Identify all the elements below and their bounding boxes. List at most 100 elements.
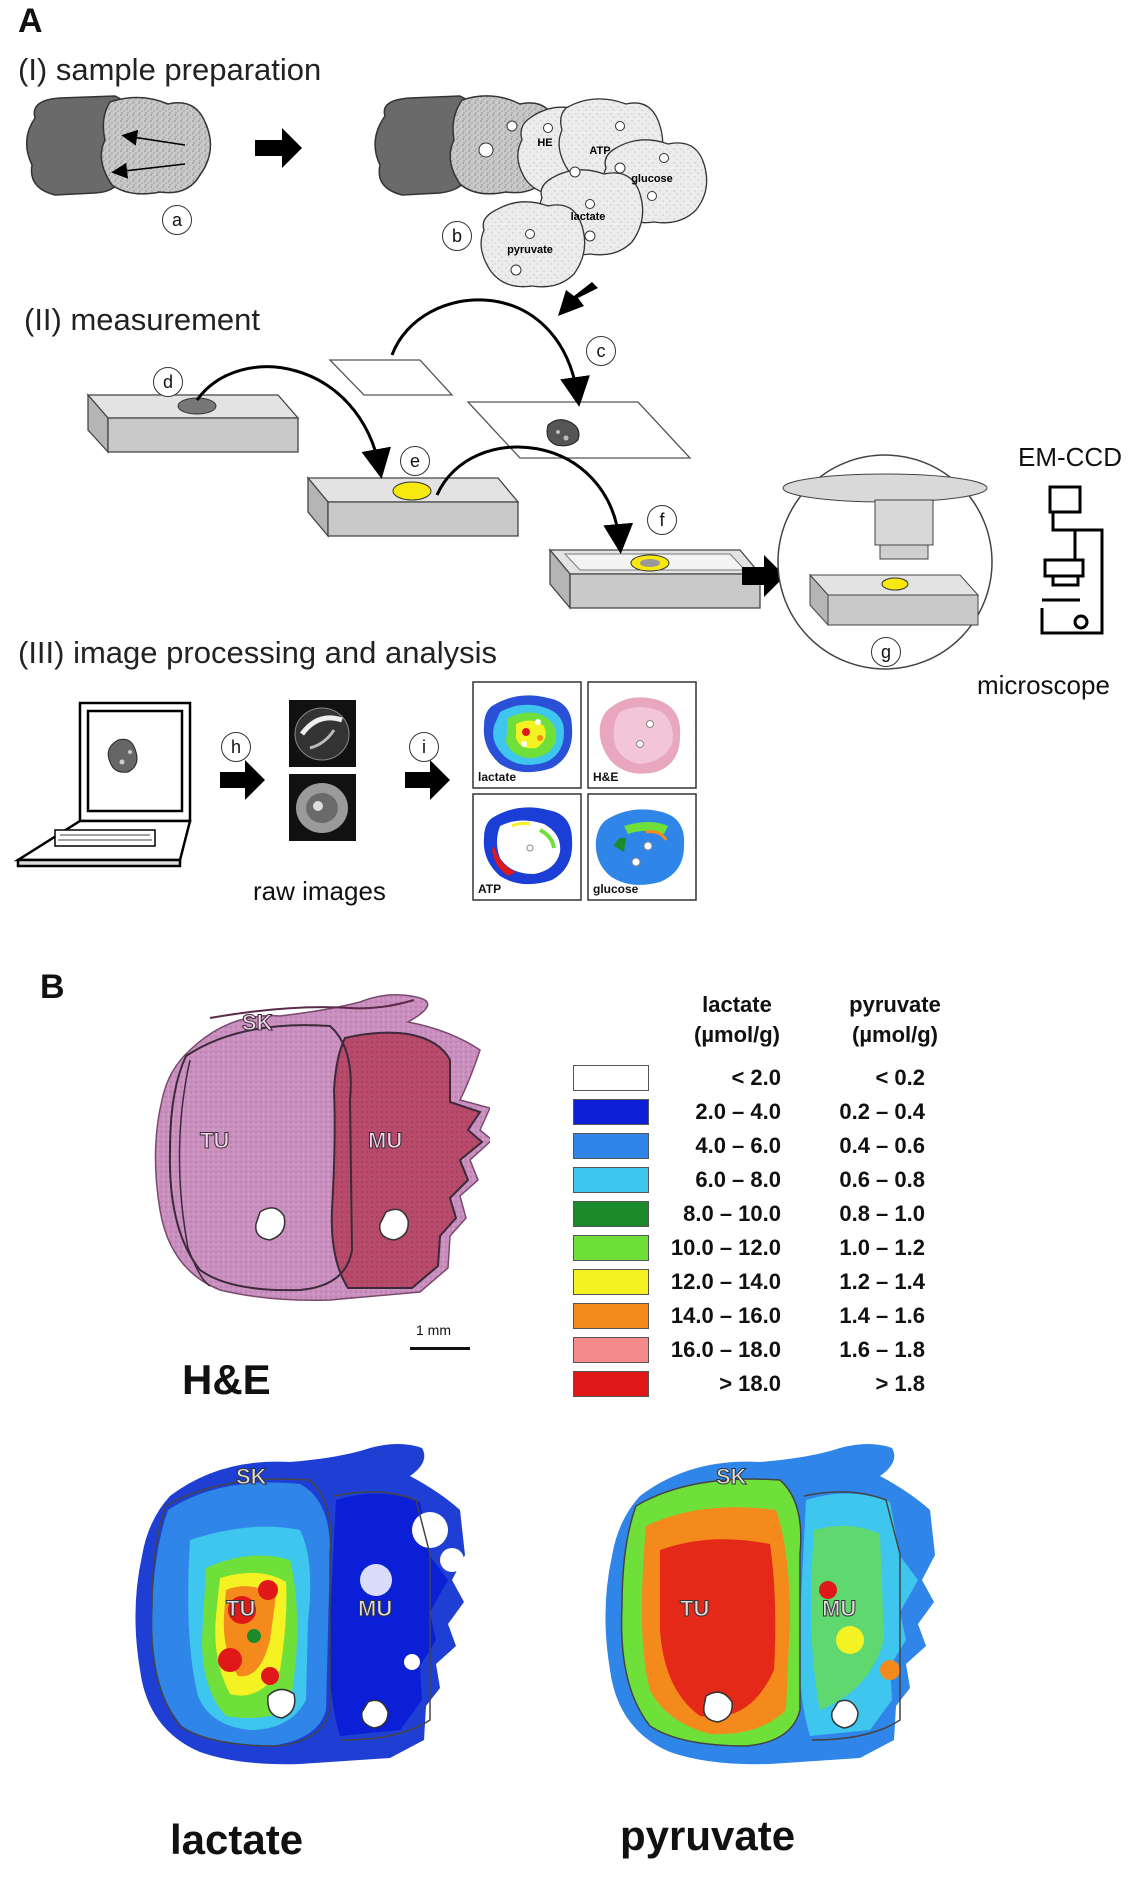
step-label-i: i — [409, 732, 439, 762]
he-stained-section: SK TU MU — [154, 994, 490, 1302]
legend-pyruvate-range: 1.6 – 1.8 — [839, 1337, 925, 1362]
legend-row: 10.0 – 12.0 1.0 – 1.2 — [573, 1233, 973, 1263]
scale-bar — [410, 1347, 470, 1350]
section-image-processing-title: (III) image processing and analysis — [18, 635, 498, 670]
pyruvate-label-sk: SK — [716, 1464, 747, 1489]
legend-pyruvate-range: < 0.2 — [875, 1065, 925, 1090]
camera-label: EM-CCD — [1018, 442, 1122, 472]
arrow-icon — [742, 555, 785, 597]
legend-lactate-range: 8.0 – 10.0 — [683, 1201, 781, 1226]
slice-label-lactate: lactate — [571, 211, 606, 223]
sandwich-block-f — [548, 548, 762, 610]
legend-pyruvate-header: pyruvate (µmol/g) — [830, 990, 960, 1050]
thumbnail-he — [587, 681, 697, 789]
scale-bar-label: 1 mm — [416, 1322, 451, 1338]
lactate-label-sk: SK — [236, 1464, 267, 1489]
raw-image-2 — [289, 774, 356, 841]
legend-lactate-title: lactate — [702, 992, 772, 1017]
legend-lactate-range: 6.0 – 8.0 — [695, 1167, 781, 1192]
slice-label-atp: ATP — [589, 145, 610, 157]
raw-images-label: raw images — [253, 876, 386, 906]
tissue-sections-b: HE ATP glucose lactate pyruvate — [374, 95, 708, 288]
legend-lactate-range: 16.0 – 18.0 — [670, 1337, 781, 1362]
legend-swatch — [573, 1167, 649, 1193]
tissue-block-a — [26, 95, 212, 196]
legend-lactate-range: > 18.0 — [719, 1371, 781, 1396]
legend-pyruvate-range: 1.2 – 1.4 — [839, 1269, 925, 1294]
legend-lactate-range: 2.0 – 4.0 — [695, 1099, 781, 1124]
step-label-f: f — [647, 505, 677, 535]
step-label-c: c — [586, 336, 616, 366]
arrow-icon — [220, 760, 265, 800]
thumbnail-lactate — [472, 681, 582, 789]
cover-slide-empty — [328, 359, 454, 396]
slice-label-glucose: glucose — [631, 173, 673, 185]
thumbnail-atp — [472, 793, 582, 901]
enzyme-block-e — [306, 476, 520, 538]
color-legend: < 2.0 < 0.2 2.0 – 4.0 0.2 – 0.4 4.0 – 6.0 0… — [573, 1063, 973, 1403]
section-sample-preparation-title: (I) sample preparation — [18, 52, 322, 87]
panel-a-letter: A — [18, 2, 43, 40]
legend-swatch — [573, 1201, 649, 1227]
he-title: H&E — [182, 1356, 271, 1403]
thumbnail-label-glucose: glucose — [593, 882, 639, 896]
pyruvate-label-mu: MU — [822, 1596, 856, 1621]
step-label-a: a — [162, 205, 192, 235]
pyruvate-map: SK TU MU — [605, 1444, 935, 1765]
section-measurement-title: (II) measurement — [24, 302, 261, 337]
step-label-e: e — [400, 446, 430, 476]
thumbnail-label-atp: ATP — [478, 882, 502, 896]
legend-swatch — [573, 1337, 649, 1363]
legend-row: < 2.0 < 0.2 — [573, 1063, 973, 1093]
legend-swatch — [573, 1065, 649, 1091]
thumbnail-label-he: H&E — [593, 770, 619, 784]
enzyme-block-d — [86, 393, 300, 454]
microscope-view-g — [777, 454, 993, 670]
microscope-label: microscope — [977, 670, 1110, 700]
step-label-b: b — [442, 221, 472, 251]
step-label-h: h — [221, 732, 251, 762]
legend-lactate-unit: (µmol/g) — [694, 1022, 780, 1047]
legend-swatch — [573, 1371, 649, 1397]
legend-lactate-range: 12.0 – 14.0 — [670, 1269, 781, 1294]
legend-pyruvate-range: 0.2 – 0.4 — [839, 1099, 925, 1124]
laptop-icon — [13, 701, 192, 868]
lactate-label-tu: TU — [226, 1596, 255, 1621]
legend-pyruvate-title: pyruvate — [849, 992, 941, 1017]
he-label-mu: MU — [368, 1128, 402, 1153]
legend-pyruvate-range: > 1.8 — [875, 1371, 925, 1396]
legend-swatch — [573, 1269, 649, 1295]
legend-swatch — [573, 1099, 649, 1125]
legend-pyruvate-range: 1.0 – 1.2 — [839, 1235, 925, 1260]
legend-pyruvate-unit: (µmol/g) — [852, 1022, 938, 1047]
arrow-icon — [558, 282, 598, 316]
he-label-tu: TU — [200, 1128, 229, 1153]
legend-row: 6.0 – 8.0 0.6 – 0.8 — [573, 1165, 973, 1195]
legend-row: 2.0 – 4.0 0.2 – 0.4 — [573, 1097, 973, 1127]
microscope-icon — [1040, 485, 1104, 635]
legend-pyruvate-range: 0.4 – 0.6 — [839, 1133, 925, 1158]
lactate-title: lactate — [170, 1816, 304, 1863]
legend-swatch — [573, 1133, 649, 1159]
he-label-sk: SK — [242, 1010, 273, 1035]
thumbnail-glucose — [587, 793, 697, 901]
arrow-icon — [255, 128, 302, 168]
panel-b-letter: B — [40, 968, 65, 1006]
thumbnail-label-lactate: lactate — [478, 770, 517, 784]
lactate-label-mu: MU — [358, 1596, 392, 1621]
slice-label-he: HE — [537, 137, 552, 149]
slice-label-pyruvate: pyruvate — [507, 244, 553, 256]
legend-pyruvate-range: 0.6 – 0.8 — [839, 1167, 925, 1192]
legend-row: 16.0 – 18.0 1.6 – 1.8 — [573, 1335, 973, 1365]
legend-row: 12.0 – 14.0 1.2 – 1.4 — [573, 1267, 973, 1297]
legend-lactate-range: 10.0 – 12.0 — [670, 1235, 781, 1260]
step-label-g: g — [871, 637, 901, 667]
lactate-map: SK TU MU — [135, 1444, 466, 1765]
legend-lactate-range: < 2.0 — [731, 1065, 781, 1090]
pyruvate-title: pyruvate — [620, 1812, 796, 1859]
legend-lactate-range: 4.0 – 6.0 — [695, 1133, 781, 1158]
raw-image-1 — [289, 700, 356, 767]
pyruvate-label-tu: TU — [680, 1596, 709, 1621]
